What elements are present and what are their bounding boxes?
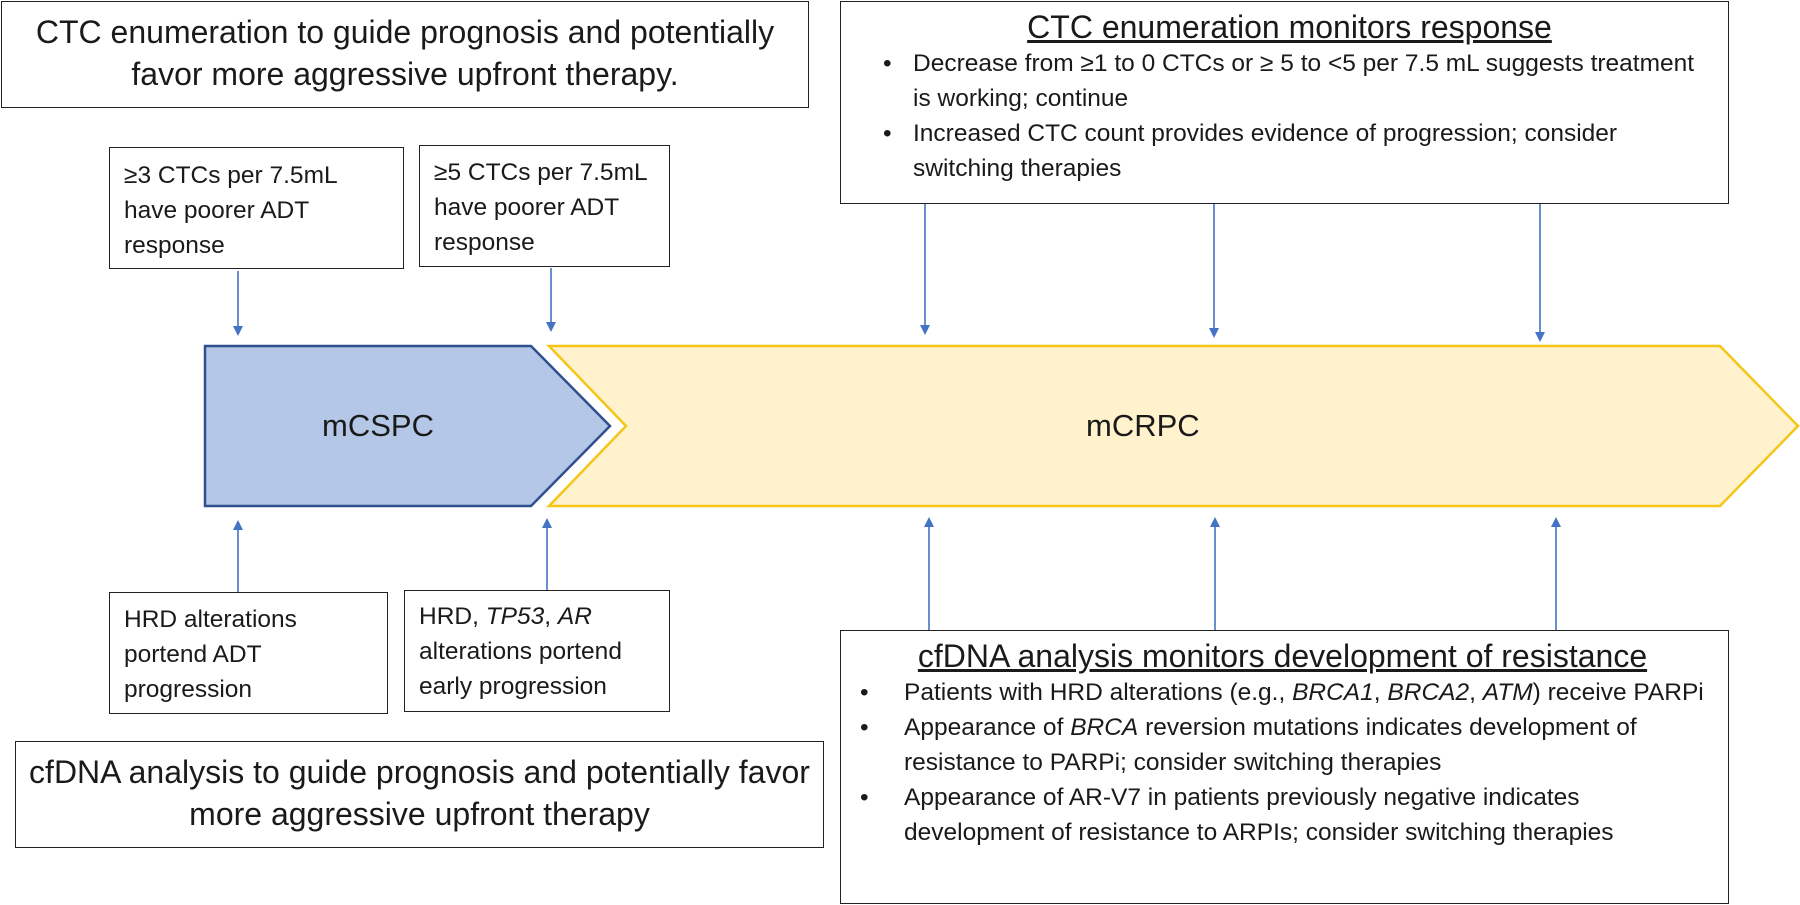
cfdna-monitor-list: Patients with HRD alterations (e.g., BRC… xyxy=(855,675,1710,850)
hrd-text-1: HRD alterations portend ADT progression xyxy=(124,606,297,703)
hrd-text-2-suffix: alterations portend early progression xyxy=(419,638,622,700)
ctc-threshold-box-1: ≥3 CTCs per 7.5mL have poorer ADT respon… xyxy=(109,147,404,269)
gene-atm: ATM xyxy=(1482,679,1533,706)
mcrpc-stage-shape xyxy=(546,344,1800,508)
mcspc-label: mCSPC xyxy=(322,408,434,443)
gene-brca2: BRCA2 xyxy=(1387,679,1470,706)
gene-brca1: BRCA1 xyxy=(1292,679,1374,706)
gene-tp53: TP53 xyxy=(485,603,545,630)
ctc-prognosis-box: CTC enumeration to guide prognosis and p… xyxy=(1,1,809,108)
cfdna-monitor-title: cfDNA analysis monitors development of r… xyxy=(917,638,1648,674)
cfdna-prognosis-box: cfDNA analysis to guide prognosis and po… xyxy=(15,741,824,848)
hrd-text-2-prefix: HRD, xyxy=(419,603,486,630)
ctc-monitor-list: Decrease from ≥1 to 0 CTCs or ≥ 5 to <5 … xyxy=(869,46,1710,186)
mcspc-stage-shape xyxy=(203,344,612,508)
ctc-threshold-text-2: ≥5 CTCs per 7.5mL have poorer ADT respon… xyxy=(434,159,647,256)
cfdna-monitor-bullet-3: Appearance of AR-V7 in patients previous… xyxy=(860,780,1710,850)
hrd-box-1: HRD alterations portend ADT progression xyxy=(109,592,388,714)
cfdna-monitor-bullet-2: Appearance of BRCA reversion mutations i… xyxy=(860,710,1710,780)
ctc-monitor-box: CTC enumeration monitors response Decrea… xyxy=(840,1,1729,204)
cfdna-prognosis-text: cfDNA analysis to guide prognosis and po… xyxy=(29,754,810,832)
hrd-box-2: HRD, TP53, AR alterations portend early … xyxy=(404,590,670,712)
ctc-threshold-text-1: ≥3 CTCs per 7.5mL have poorer ADT respon… xyxy=(124,162,337,259)
ctc-monitor-bullet-2: Increased CTC count provides evidence of… xyxy=(883,116,1710,186)
ctc-monitor-title: CTC enumeration monitors response xyxy=(1027,9,1552,45)
ctc-prognosis-text: CTC enumeration to guide prognosis and p… xyxy=(35,14,775,92)
mcrpc-label: mCRPC xyxy=(1086,408,1200,443)
ctc-monitor-bullet-1: Decrease from ≥1 to 0 CTCs or ≥ 5 to <5 … xyxy=(883,46,1710,116)
cfdna-monitor-bullet-1: Patients with HRD alterations (e.g., BRC… xyxy=(860,675,1710,710)
gene-brca: BRCA xyxy=(1070,714,1139,741)
gene-ar: AR xyxy=(557,603,592,630)
hrd-text-2-sep: , xyxy=(544,603,558,630)
ctc-threshold-box-2: ≥5 CTCs per 7.5mL have poorer ADT respon… xyxy=(419,145,670,267)
cfdna-monitor-box: cfDNA analysis monitors development of r… xyxy=(840,630,1729,904)
